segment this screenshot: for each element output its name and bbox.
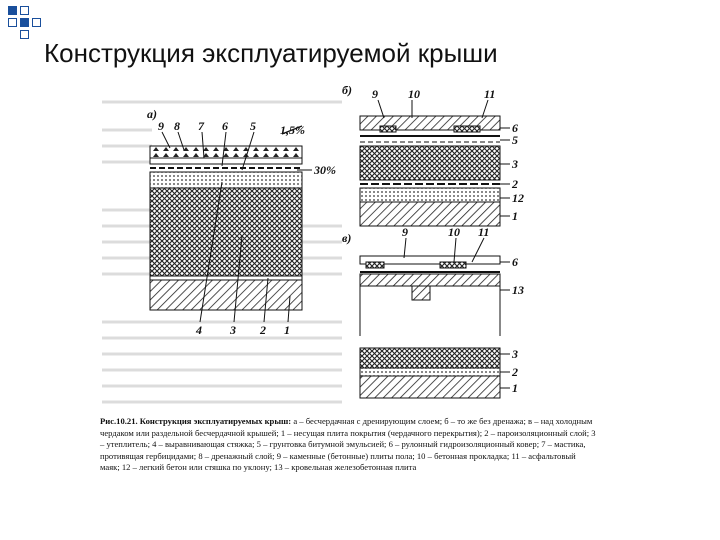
section-drawings: а) 1,5% 30% 9 8 7 6 5 4 xyxy=(102,86,524,404)
callout-a-6: 6 xyxy=(222,119,228,133)
decor-square xyxy=(20,30,29,39)
load-bearing-slab xyxy=(149,279,303,311)
callout-a-8: 8 xyxy=(174,119,180,133)
callout-b-9: 9 xyxy=(372,87,378,101)
slope-layer-label: 30% xyxy=(313,163,336,177)
roof-construction-figure: а) 1,5% 30% 9 8 7 6 5 4 xyxy=(92,86,612,511)
callout-b-11: 11 xyxy=(484,87,495,101)
decor-square xyxy=(8,18,17,27)
callout-a-3: 3 xyxy=(229,323,236,337)
figure-caption: Рис.10.21. Конструкция эксплуатируемых к… xyxy=(100,416,596,474)
callout-c-6: 6 xyxy=(512,255,518,269)
callout-a-9: 9 xyxy=(158,119,164,133)
decor-square xyxy=(20,6,29,15)
screed-layer xyxy=(149,171,303,189)
callout-b-12: 12 xyxy=(512,191,524,205)
decor-square xyxy=(32,18,41,27)
section-c: в) 9 10 11 6 13 3 2 xyxy=(342,225,524,399)
panel-b-label: б) xyxy=(342,86,352,97)
callout-a-7: 7 xyxy=(198,119,205,133)
insulation-layer xyxy=(149,187,303,277)
callout-b-5: 5 xyxy=(512,133,518,147)
callout-c-9: 9 xyxy=(402,225,408,239)
callout-b-1: 1 xyxy=(512,209,518,223)
callout-a-5: 5 xyxy=(250,119,256,133)
callout-b-6: 6 xyxy=(512,121,518,135)
callout-a-1: 1 xyxy=(284,323,290,337)
callout-c-11: 11 xyxy=(478,225,489,239)
callout-c-10: 10 xyxy=(448,225,460,239)
decor-square xyxy=(20,18,29,27)
callout-b-3: 3 xyxy=(511,157,518,171)
panel-a-label: а) xyxy=(147,107,157,121)
callout-b-2: 2 xyxy=(511,177,518,191)
drainage-layer xyxy=(149,145,303,159)
callout-c-2: 2 xyxy=(511,365,518,379)
callout-b-10: 10 xyxy=(408,87,420,101)
caption-heading: Рис.10.21. Конструкция эксплуатируемых к… xyxy=(100,416,292,426)
section-b: б) 9 10 11 6 5 3 2 12 1 xyxy=(342,86,524,227)
slide-title: Конструкция эксплуатируемой крыши xyxy=(44,38,498,68)
caption-body: а – бесчердачная с дренирующим слоем; б … xyxy=(100,416,596,473)
callout-c-3: 3 xyxy=(511,347,518,361)
panel-c-label: в) xyxy=(342,231,351,245)
section-a: а) 1,5% 30% 9 8 7 6 5 4 xyxy=(147,107,336,337)
callout-c-1: 1 xyxy=(512,381,518,395)
callout-c-13: 13 xyxy=(512,283,524,297)
decor-square xyxy=(8,6,17,15)
callout-a-4: 4 xyxy=(195,323,202,337)
callout-a-2: 2 xyxy=(259,323,266,337)
roof-rc-slab xyxy=(359,273,501,287)
slope-roof-label: 1,5% xyxy=(280,123,305,137)
